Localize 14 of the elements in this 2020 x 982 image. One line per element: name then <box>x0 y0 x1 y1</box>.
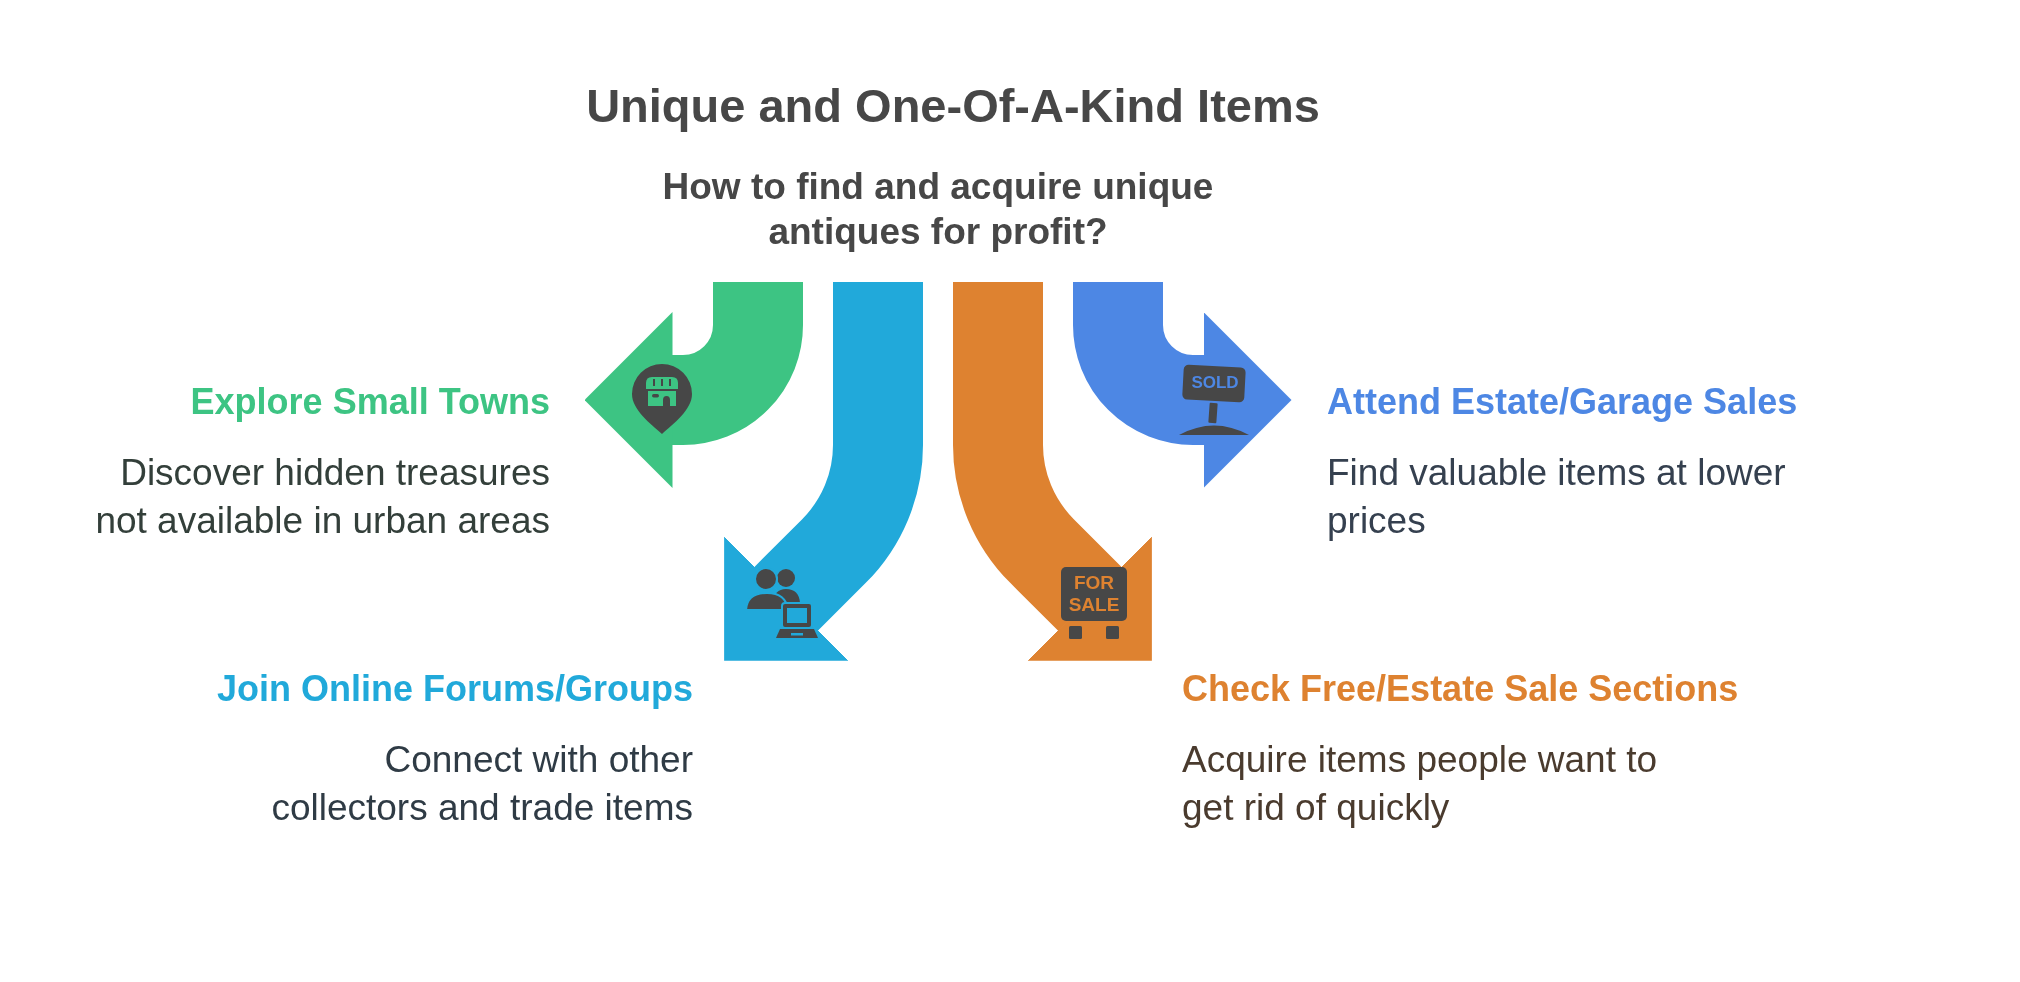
option-title: Join Online Forums/Groups <box>216 667 693 711</box>
sign-text: FOR SALE <box>1068 572 1120 616</box>
sign-text: SOLD <box>1191 372 1239 394</box>
option-description: Find valuable items at lower prices <box>1327 451 1787 543</box>
title: Unique and One-Of-A-Kind Items <box>586 78 1320 134</box>
arrow <box>584 280 803 488</box>
option-title: Check Free/Estate Sale Sections <box>1182 667 1739 711</box>
option-description: Discover hidden treasures not available in urban areas <box>94 451 550 543</box>
arrow <box>1073 280 1292 488</box>
option-description: Acquire items people want to get rid of quickly <box>1182 738 1659 830</box>
option-title: Attend Estate/Garage Sales <box>1327 380 1798 424</box>
question-text: How to find and acquire unique antiques for profit? <box>661 165 1215 254</box>
option-title: Explore Small Towns <box>190 380 550 424</box>
option-description: Connect with other collectors and trade items <box>270 738 693 830</box>
